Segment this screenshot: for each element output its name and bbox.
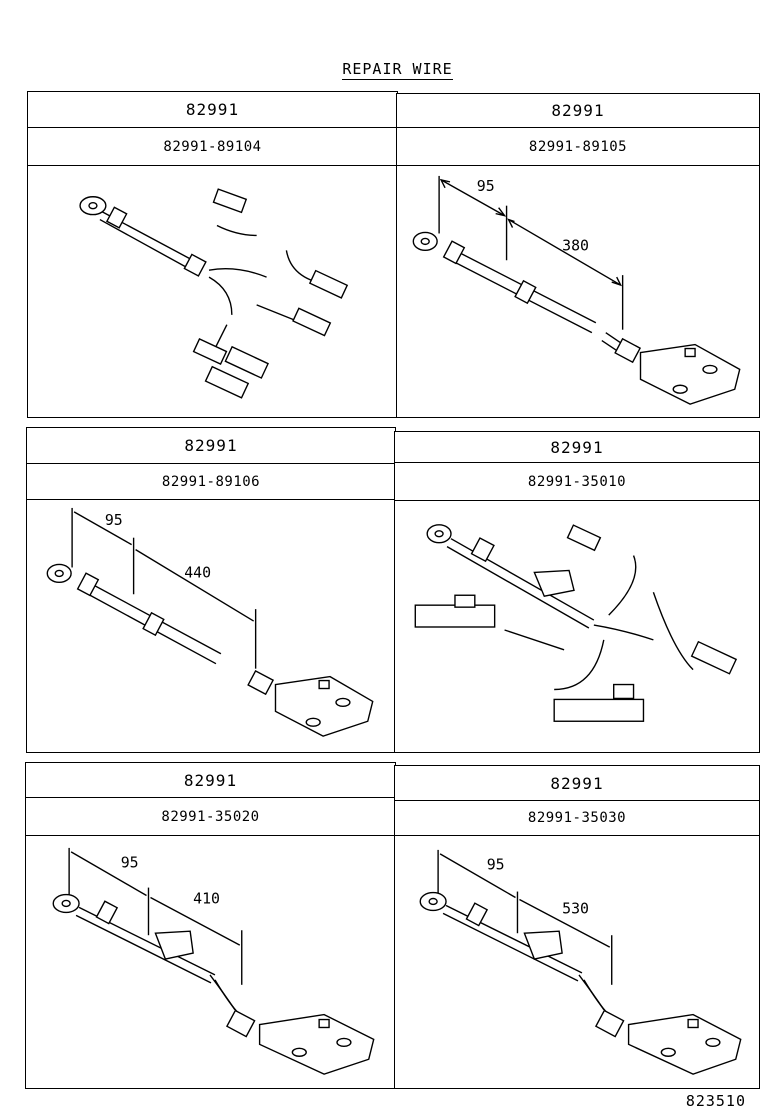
dimension-530: 530 [562,899,589,917]
panel-part-number: 82991-89105 [397,128,759,166]
dimension-410: 410 [193,889,220,907]
panel-82991-35010: 82991 82991-35010 [394,431,760,753]
wire-figure: 95 380 [397,166,759,417]
panel-part-number: 82991-35010 [395,463,759,501]
wire-figure: 95 440 [27,500,395,752]
dimension-95: 95 [105,511,123,529]
dimension-440: 440 [184,563,211,581]
figure-code: 823510 [685,1092,746,1110]
panel-82991-89104: 82991 82991-89104 [27,91,398,418]
panel-code: 82991 [395,432,759,463]
panel-82991-89105: 82991 82991-89105 95 380 [396,93,760,418]
wire-figure: 95 530 [395,836,759,1088]
panel-part-number: 82991-89106 [27,464,395,500]
dimension-380: 380 [562,236,589,254]
harness-figure [395,501,759,752]
panel-code: 82991 [395,766,759,801]
panel-code: 82991 [28,92,397,128]
panel-code: 82991 [26,763,395,798]
dimension-95: 95 [487,856,505,874]
panel-82991-89106: 82991 82991-89106 95 440 [26,427,396,753]
panel-part-number: 82991-35030 [395,801,759,836]
panel-part-number: 82991-89104 [28,128,397,166]
page-title: REPAIR WIRE [342,60,453,80]
panel-82991-35030: 82991 82991-35030 95 530 [394,765,760,1089]
harness-figure [28,166,397,417]
dimension-95: 95 [477,177,495,195]
panel-82991-35020: 82991 82991-35020 95 410 [25,762,396,1089]
panel-part-number: 82991-35020 [26,798,395,836]
panel-code: 82991 [397,94,759,128]
wire-figure: 95 410 [26,836,395,1088]
dimension-95: 95 [121,854,139,872]
panel-code: 82991 [27,428,395,464]
